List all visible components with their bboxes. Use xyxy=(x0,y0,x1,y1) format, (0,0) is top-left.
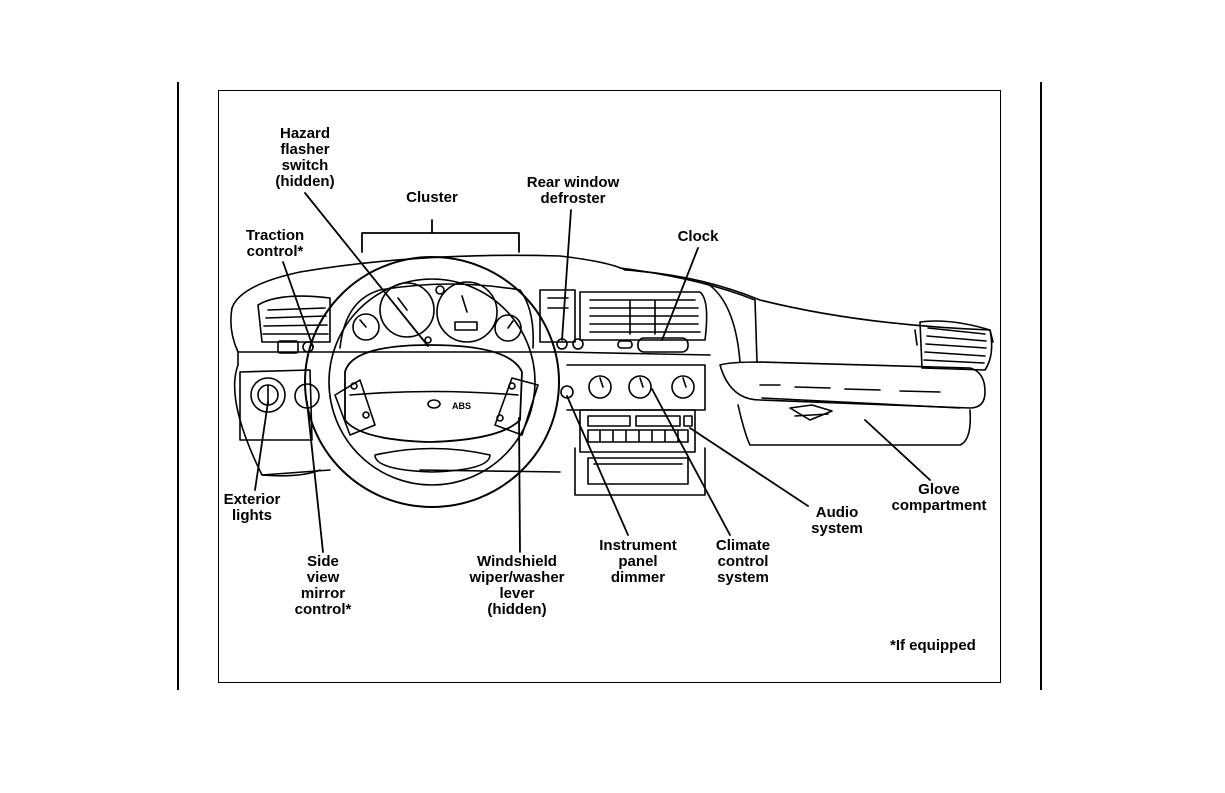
leader-climate xyxy=(652,389,730,535)
glove-compartment xyxy=(720,362,985,445)
leader-glove xyxy=(865,420,930,480)
label-windshield-wiper-washer-lever: Windshield wiper/washer lever (hidden) xyxy=(469,554,564,618)
dashboard-top-edge xyxy=(232,255,993,342)
label-audio-system: Audio system xyxy=(811,505,863,537)
label-clock: Clock xyxy=(678,229,719,245)
label-cluster: Cluster xyxy=(406,190,458,206)
footnote-if-equipped: *If equipped xyxy=(890,638,976,654)
leader-side-mirror xyxy=(307,402,323,552)
lower-left-panel xyxy=(240,370,560,476)
leader-rear-defroster xyxy=(562,210,571,340)
leader-lines xyxy=(255,193,930,552)
cluster-bracket xyxy=(362,220,519,252)
leader-clock xyxy=(662,248,698,340)
label-instrument-panel-dimmer: Instrument panel dimmer xyxy=(599,538,677,586)
label-glove-compartment: Glove compartment xyxy=(891,482,986,514)
leader-dimmer xyxy=(567,396,628,535)
instrument-cluster xyxy=(340,282,533,348)
label-climate-control-system: Climate control system xyxy=(716,538,770,586)
label-traction-control: Traction control* xyxy=(246,228,304,260)
leader-wiper xyxy=(519,418,520,552)
leader-hazard xyxy=(305,193,428,346)
abs-emblem: ABS xyxy=(452,401,471,411)
label-rear-window-defroster: Rear window defroster xyxy=(527,175,620,207)
label-exterior-lights: Exterior lights xyxy=(224,492,281,524)
label-side-view-mirror-control: Side view mirror control* xyxy=(295,554,352,618)
label-hazard-flasher-switch: Hazard flasher switch (hidden) xyxy=(275,126,334,190)
leader-exterior-lights xyxy=(255,402,268,490)
